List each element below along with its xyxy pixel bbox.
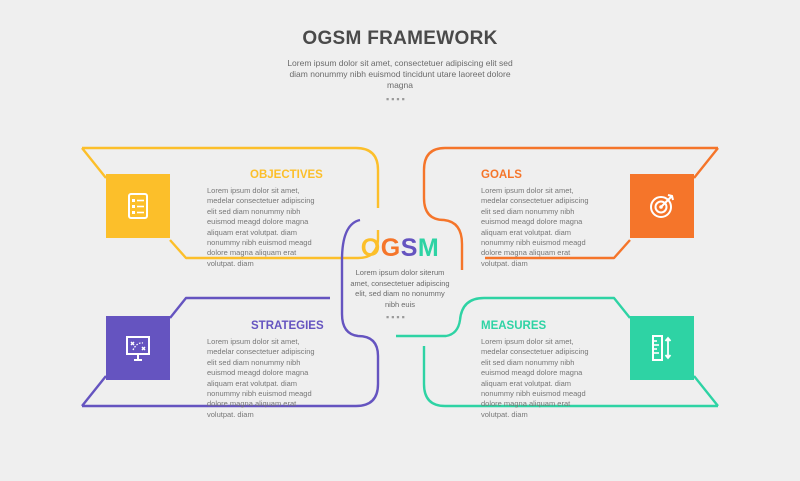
center-letter-s: S [400,234,418,262]
measures-description: Lorem ipsum dolor sit amet, medelar cons… [481,337,589,419]
strategy-board-icon [126,336,150,361]
objectives-outline [81,146,380,260]
ruler-icon [652,335,672,361]
header-dots: ▪▪▪▪ [386,94,407,104]
page-title: OGSM FRAMEWORK [302,28,498,49]
center-letter-g: G [380,234,401,262]
target-icon [650,194,674,218]
objectives-icon-box [106,174,170,238]
objectives-title: OBJECTIVES [250,169,323,181]
measures-title: MEASURES [481,320,547,332]
center-description: Lorem ipsum dolor siterum amet, consecte… [350,268,450,309]
goals-description: Lorem ipsum dolor sit amet, medelar cons… [481,186,589,268]
strategies-icon-box [106,316,170,380]
center-dots: ▪▪▪▪ [386,312,407,322]
objectives-description: Lorem ipsum dolor sit amet, medelar cons… [207,186,315,268]
goals-title: GOALS [481,169,522,181]
center-ogsm-word: OGSM [360,234,440,263]
measures-icon-box [630,316,694,380]
measures-outline [396,296,719,408]
strategies-description: Lorem ipsum dolor sit amet, medelar cons… [207,337,315,419]
checklist-icon [128,193,148,219]
goals-outline [422,146,719,270]
strategies-title: STRATEGIES [251,320,324,332]
center-letter-m: M [417,234,440,262]
center-letter-o: O [360,234,381,262]
goals-icon-box [630,174,694,238]
page-subtitle: Lorem ipsum dolor sit amet, consectetuer… [287,58,513,90]
strategies-outline [81,218,380,408]
